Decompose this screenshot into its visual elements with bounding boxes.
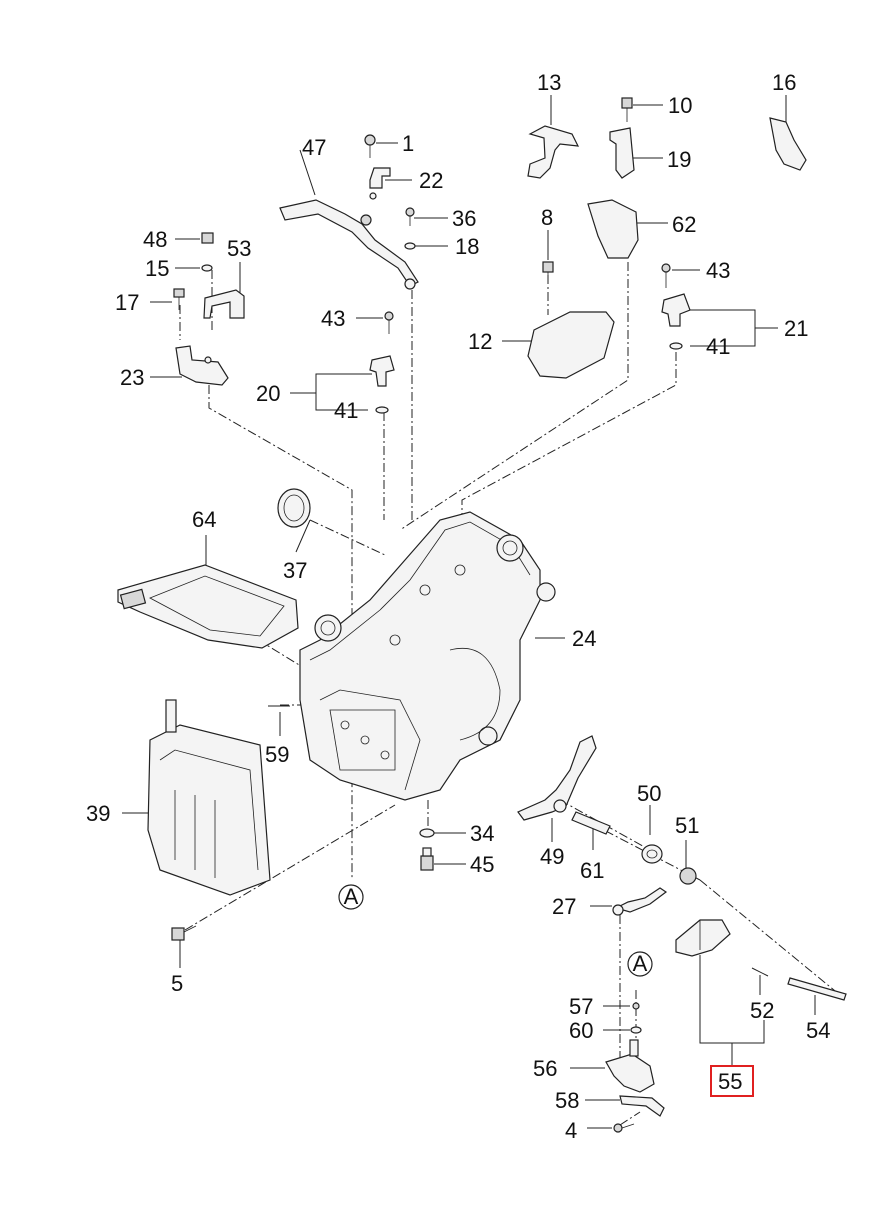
bolt-43-left [384, 311, 394, 334]
cover-23 [175, 345, 229, 386]
o-ring-34 [419, 828, 435, 838]
label-23[interactable]: 23 [120, 365, 144, 390]
label-61[interactable]: 61 [580, 858, 604, 883]
label-48[interactable]: 48 [143, 227, 167, 252]
washer-15 [201, 264, 213, 272]
label-10[interactable]: 10 [668, 93, 692, 118]
svg-text:A: A [633, 951, 648, 976]
label-50[interactable]: 50 [637, 781, 661, 806]
label-39[interactable]: 39 [86, 801, 110, 826]
label-41-right[interactable]: 41 [706, 334, 730, 359]
bolt-1 [364, 134, 376, 158]
label-64[interactable]: 64 [192, 507, 216, 532]
label-37[interactable]: 37 [283, 558, 307, 583]
label-45[interactable]: 45 [470, 852, 494, 877]
label-43-right[interactable]: 43 [706, 258, 730, 283]
label-47[interactable]: 47 [302, 135, 326, 160]
bolt-10 [621, 97, 633, 122]
label-5[interactable]: 5 [171, 971, 183, 996]
o-ring-41-left [375, 406, 389, 414]
label-4[interactable]: 4 [565, 1118, 577, 1143]
rod-47 [279, 199, 419, 290]
drain-plug-45 [420, 847, 434, 871]
bolt-36 [405, 207, 415, 226]
bolt-43-right [661, 263, 671, 288]
label-8[interactable]: 8 [541, 205, 553, 230]
bolt-5 [171, 925, 197, 941]
label-49[interactable]: 49 [540, 844, 564, 869]
label-60[interactable]: 60 [569, 1018, 593, 1043]
label-53[interactable]: 53 [227, 236, 251, 261]
bracket-13 [527, 125, 580, 179]
label-24[interactable]: 24 [572, 626, 596, 651]
clip-57 [632, 1002, 640, 1010]
label-34[interactable]: 34 [470, 821, 494, 846]
label-51[interactable]: 51 [675, 813, 699, 838]
label-56[interactable]: 56 [533, 1056, 557, 1081]
label-36[interactable]: 36 [452, 206, 476, 231]
part-number-labels: 1 4 5 8 10 12 13 15 16 17 18 19 20 21 22… [86, 70, 830, 1143]
label-54[interactable]: 54 [806, 1018, 830, 1043]
sensor-20 [369, 355, 395, 387]
transmission-housing-24 [299, 511, 556, 801]
bushing-51 [679, 867, 697, 885]
label-55[interactable]: 55 [718, 1069, 742, 1094]
label-15[interactable]: 15 [145, 256, 169, 281]
washer-60 [630, 1026, 642, 1034]
lever-53 [203, 289, 245, 319]
bushing-50 [641, 844, 663, 864]
lever-49 [517, 735, 597, 821]
label-12[interactable]: 12 [468, 329, 492, 354]
bracket-55-assembly [675, 919, 731, 957]
sensor-21 [661, 293, 691, 327]
label-17[interactable]: 17 [115, 290, 139, 315]
washer-18 [404, 242, 416, 250]
label-22[interactable]: 22 [419, 168, 443, 193]
label-1[interactable]: 1 [402, 131, 414, 156]
label-18[interactable]: 18 [455, 234, 479, 259]
oil-pan-39 [147, 699, 271, 896]
shaft-54 [787, 977, 847, 1001]
label-19[interactable]: 19 [667, 147, 691, 172]
label-57[interactable]: 57 [569, 994, 593, 1019]
bracket-62 [587, 199, 639, 259]
bolt-17 [173, 288, 185, 310]
svg-text:A: A [344, 884, 359, 909]
spring-58 [619, 1095, 665, 1117]
label-20[interactable]: 20 [256, 381, 280, 406]
highlight-box-55 [710, 1065, 754, 1097]
nut-48 [201, 232, 214, 244]
shaft-61 [571, 811, 611, 835]
label-43-left[interactable]: 43 [321, 306, 345, 331]
label-52[interactable]: 52 [750, 998, 774, 1023]
label-21[interactable]: 21 [784, 316, 808, 341]
bolt-8 [542, 261, 554, 284]
seal-37 [277, 488, 311, 528]
label-16[interactable]: 16 [772, 70, 796, 95]
bracket-19 [609, 127, 635, 179]
bolt-4 [613, 1123, 635, 1133]
reference-marker-a-1: A [338, 884, 364, 910]
o-ring-41-right [669, 342, 683, 350]
detent-56 [605, 1039, 655, 1093]
reference-marker-a-2: A [627, 951, 653, 977]
filter-64 [117, 564, 299, 649]
label-41-left[interactable]: 41 [334, 398, 358, 423]
bracket-12 [527, 311, 615, 379]
label-27[interactable]: 27 [552, 894, 576, 919]
label-62[interactable]: 62 [672, 212, 696, 237]
bracket-22 [369, 167, 391, 200]
label-59[interactable]: 59 [265, 742, 289, 767]
pin-52 [751, 967, 769, 977]
label-13[interactable]: 13 [537, 70, 561, 95]
bracket-16 [769, 117, 807, 171]
label-58[interactable]: 58 [555, 1088, 579, 1113]
cable-27 [612, 887, 668, 916]
